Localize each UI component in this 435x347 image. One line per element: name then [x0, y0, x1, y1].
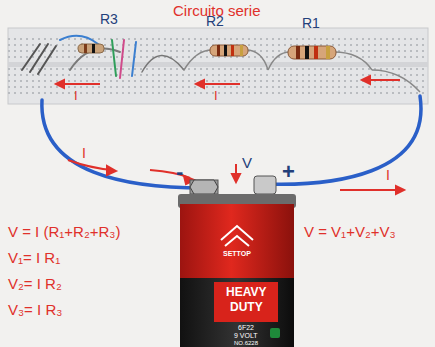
- battery-brand: SETTOP: [223, 250, 251, 258]
- current-label: I: [74, 89, 78, 103]
- equation: V = I (R₁+R₂+R₃): [8, 224, 120, 241]
- wire: [42, 96, 421, 188]
- resistor-r2: [184, 45, 268, 70]
- equation: V₂= I R₂: [8, 276, 62, 293]
- current-arrow: [68, 160, 404, 194]
- battery-9v: [178, 176, 296, 347]
- current-label: I: [82, 146, 86, 161]
- current-label: I: [214, 89, 218, 103]
- battery-text: DUTY: [230, 301, 263, 314]
- battery-text: 9 VOLT: [234, 332, 258, 340]
- terminal-sign: +: [282, 160, 295, 184]
- equation: V = V₁+V₂+V₃: [304, 224, 396, 241]
- battery-text: NO.6228: [234, 340, 258, 347]
- resistor-r3: [22, 36, 184, 78]
- resistor-label: R1: [302, 16, 320, 31]
- battery-text: HEAVY: [226, 286, 266, 299]
- current-label: I: [386, 168, 390, 183]
- voltage-label: V: [242, 155, 252, 172]
- battery-text: 6F22: [238, 324, 254, 332]
- current-arrow: [56, 76, 400, 88]
- terminal-sign: -: [176, 160, 183, 184]
- resistor-label: R2: [206, 14, 224, 29]
- equation: V₁= I R₁: [8, 250, 60, 267]
- breadboard: [8, 28, 428, 104]
- equation: V₃= I R₃: [8, 302, 62, 319]
- resistor-label: R3: [100, 12, 118, 27]
- resistor-r1: [268, 46, 420, 92]
